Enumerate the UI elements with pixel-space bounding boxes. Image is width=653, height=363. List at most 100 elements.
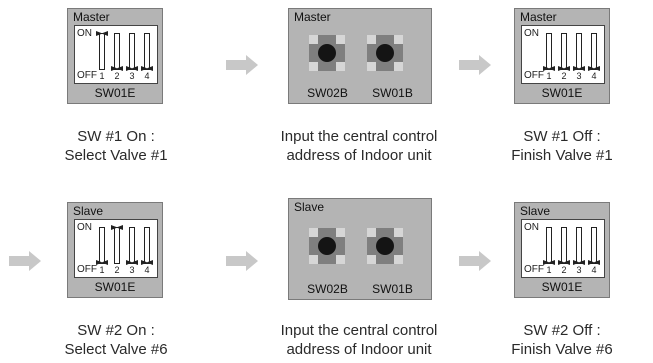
dip-switch-number: 2 bbox=[114, 71, 120, 81]
dip-switch-number: 4 bbox=[591, 265, 597, 275]
dip-actuator-4 bbox=[141, 66, 153, 71]
dip-switch-number: 4 bbox=[144, 265, 150, 275]
on-label: ON bbox=[77, 28, 92, 39]
dip-switch-4 bbox=[591, 227, 597, 264]
sw01b-button bbox=[367, 35, 403, 71]
dip-switch-1 bbox=[546, 33, 552, 70]
dip-switch-number: 1 bbox=[546, 71, 552, 81]
caption-line: SW #1 Off : bbox=[523, 128, 601, 145]
dip-switch-3 bbox=[129, 227, 135, 264]
dip-switch-2 bbox=[561, 227, 567, 264]
dip-switch-number: 1 bbox=[546, 265, 552, 275]
caption-line: SW #2 Off : bbox=[523, 322, 601, 339]
switch-labels: SW02B SW01B bbox=[289, 86, 431, 100]
dip-actuator-1 bbox=[96, 260, 108, 265]
on-label: ON bbox=[77, 222, 92, 233]
caption-line: SW #2 On : bbox=[77, 322, 155, 339]
arrow-right-icon bbox=[226, 251, 258, 271]
dip-actuator-2 bbox=[111, 225, 123, 230]
arrow-right-icon bbox=[459, 55, 491, 75]
switch-labels: SW02B SW01B bbox=[289, 282, 431, 296]
button-corner bbox=[367, 62, 376, 71]
button-corner bbox=[309, 228, 318, 237]
caption-line: Select Valve #1 bbox=[64, 147, 168, 164]
dip-switch-number: 3 bbox=[576, 71, 582, 81]
panel-title: Master bbox=[73, 10, 110, 24]
sw01e-label: SW01E bbox=[541, 86, 583, 100]
dip-switch-1 bbox=[99, 33, 105, 70]
dip-actuator-3 bbox=[573, 260, 585, 265]
arrow-right-icon bbox=[226, 55, 258, 75]
dip-actuator-3 bbox=[573, 66, 585, 71]
caption-step-4: SW #2 On : Select Valve #6 bbox=[46, 321, 186, 359]
dip-switch-number: 3 bbox=[129, 265, 135, 275]
caption-line: Input the central control bbox=[280, 322, 438, 339]
dip-actuator-1 bbox=[543, 260, 555, 265]
button-knob bbox=[318, 44, 336, 62]
button-corner bbox=[367, 228, 376, 237]
caption-line: Finish Valve #1 bbox=[511, 147, 613, 164]
rotary-switch-panel-master: Master SW02B SW01B bbox=[288, 8, 432, 104]
caption-line: Finish Valve #6 bbox=[511, 341, 613, 358]
button-corner bbox=[309, 255, 318, 264]
sw01e-label: SW01E bbox=[541, 280, 583, 294]
dip-actuator-4 bbox=[141, 260, 153, 265]
dip-actuator-4 bbox=[588, 260, 600, 265]
button-corner bbox=[336, 255, 345, 264]
dip-switch-4 bbox=[591, 33, 597, 70]
button-corner bbox=[394, 35, 403, 44]
dip-switch-3 bbox=[576, 33, 582, 70]
on-label: ON bbox=[524, 28, 539, 39]
dip-switch-4 bbox=[144, 33, 150, 70]
button-knob bbox=[376, 44, 394, 62]
rotary-switch-panel-slave: Slave SW02B SW01B bbox=[288, 198, 432, 300]
sw02b-label: SW02B bbox=[307, 282, 348, 296]
button-knob bbox=[318, 237, 336, 255]
caption-step-6: SW #2 Off : Finish Valve #6 bbox=[492, 321, 632, 359]
button-corner bbox=[367, 255, 376, 264]
panel-title: Master bbox=[294, 10, 331, 24]
dip-actuator-2 bbox=[558, 66, 570, 71]
panel-title: Slave bbox=[520, 204, 551, 218]
dip-switch-number: 2 bbox=[561, 265, 567, 275]
dip-actuator-1 bbox=[96, 31, 108, 36]
dip-switch-number: 3 bbox=[576, 265, 582, 275]
button-corner bbox=[336, 62, 345, 71]
caption-step-1: SW #1 On : Select Valve #1 bbox=[46, 127, 186, 165]
sw01b-button bbox=[367, 228, 403, 264]
caption-line: address of Indoor unit bbox=[286, 147, 432, 164]
dip-switch-number: 2 bbox=[561, 71, 567, 81]
dip-switch-4 bbox=[144, 227, 150, 264]
caption-line: SW #1 On : bbox=[77, 128, 155, 145]
sw01b-label: SW01B bbox=[372, 282, 413, 296]
dip-actuator-3 bbox=[126, 260, 138, 265]
dip-switch-number: 1 bbox=[99, 265, 105, 275]
on-label: ON bbox=[524, 222, 539, 233]
button-corner bbox=[309, 62, 318, 71]
dip-switch-number: 4 bbox=[144, 71, 150, 81]
button-corner bbox=[336, 35, 345, 44]
dip-switch-number: 2 bbox=[114, 265, 120, 275]
button-corner bbox=[367, 35, 376, 44]
dip-switch-2 bbox=[114, 33, 120, 70]
sw01b-label: SW01B bbox=[372, 86, 413, 100]
off-label: OFF bbox=[77, 70, 97, 81]
dip-switch-1 bbox=[99, 227, 105, 264]
off-label: OFF bbox=[524, 70, 544, 81]
dip-switch-number: 4 bbox=[591, 71, 597, 81]
caption-line: Select Valve #6 bbox=[64, 341, 168, 358]
sw02b-button bbox=[309, 35, 345, 71]
caption-line: address of Indoor unit bbox=[286, 341, 432, 358]
button-corner bbox=[394, 228, 403, 237]
button-corner bbox=[336, 228, 345, 237]
panel-title: Slave bbox=[294, 200, 325, 214]
off-label: OFF bbox=[77, 264, 97, 275]
